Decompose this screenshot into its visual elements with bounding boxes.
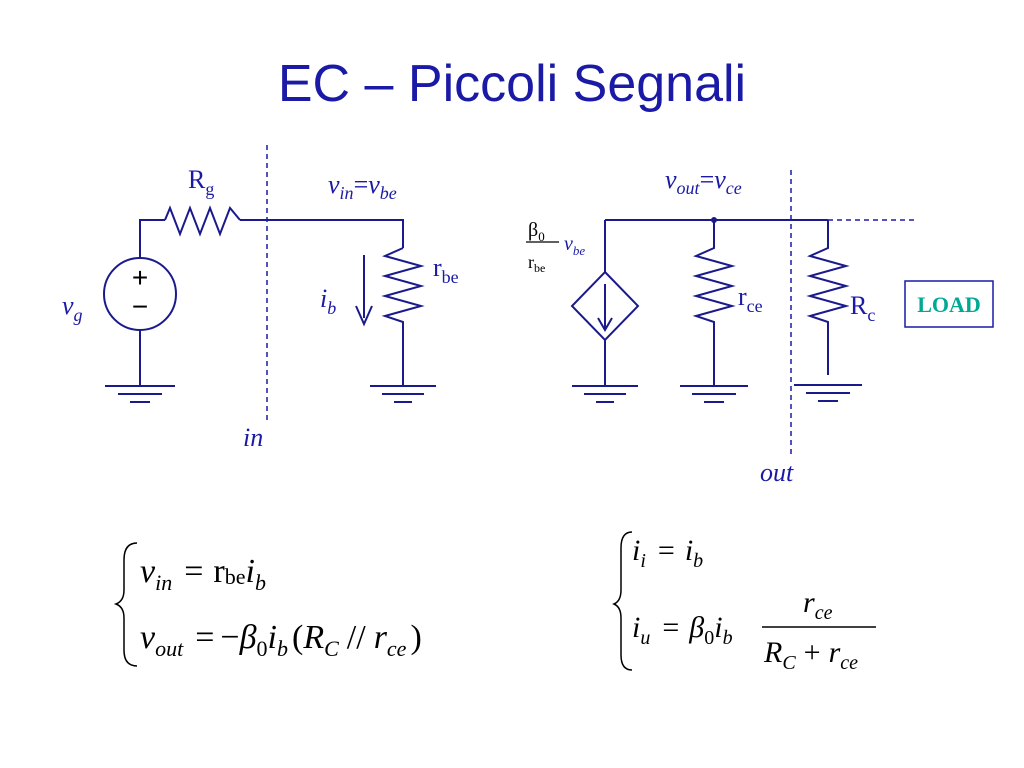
equation-system-right: ii=ib iu=β0ib rce RC+rce [612,531,876,674]
label-out: out [760,458,794,487]
svg-text:rbe: rbe [528,252,545,275]
label-ib: ib [320,284,336,318]
label-vout-vce: vout=vce [665,165,742,198]
fraction-denominator: RC+rce [763,636,858,674]
label-dep-source-gain: β0 rbe vbe [526,219,585,275]
svg-text:vbe: vbe [564,233,585,258]
source-plus: + [132,262,148,293]
current-arrow-ib [355,255,373,327]
label-rce: rce [738,282,763,316]
ground-symbol-rce [680,385,748,403]
label-vin-vbe: vin=vbe [328,170,397,203]
ground-symbol-rc [794,384,862,402]
equation-vout: vout=−β0ib(RC//rce) [140,619,422,661]
label-in: in [243,423,263,452]
fraction-numerator: rce [803,586,833,624]
label-rbe: rbe [433,253,459,287]
source-minus: − [132,291,148,322]
resistor-rbe [381,247,425,385]
label-rg: Rg [188,165,214,199]
wire-source-top [139,219,165,258]
label-vg: vg [62,291,83,325]
load-label: LOAD [917,292,981,317]
equation-ii: ii=ib [632,534,703,572]
ground-symbol-rbe [370,385,436,403]
equation-vin: vin=rbeib [140,553,266,595]
page-title: EC – Piccoli Segnali [277,55,747,113]
dep-source-arrow [597,284,613,332]
equation-iu: iu=β0ib [632,611,733,649]
ground-symbol-dep [572,385,638,403]
resistor-rce [692,220,736,385]
ground-symbol-source [105,385,175,403]
wire-top-left [240,219,404,248]
label-rc: Rc [850,291,875,325]
resistor-rg [164,205,241,237]
resistor-rc [806,220,850,375]
equation-system-left: vin=rbeib vout=−β0ib(RC//rce) [113,542,422,667]
load-box [904,280,994,328]
svg-text:β0: β0 [528,219,545,244]
